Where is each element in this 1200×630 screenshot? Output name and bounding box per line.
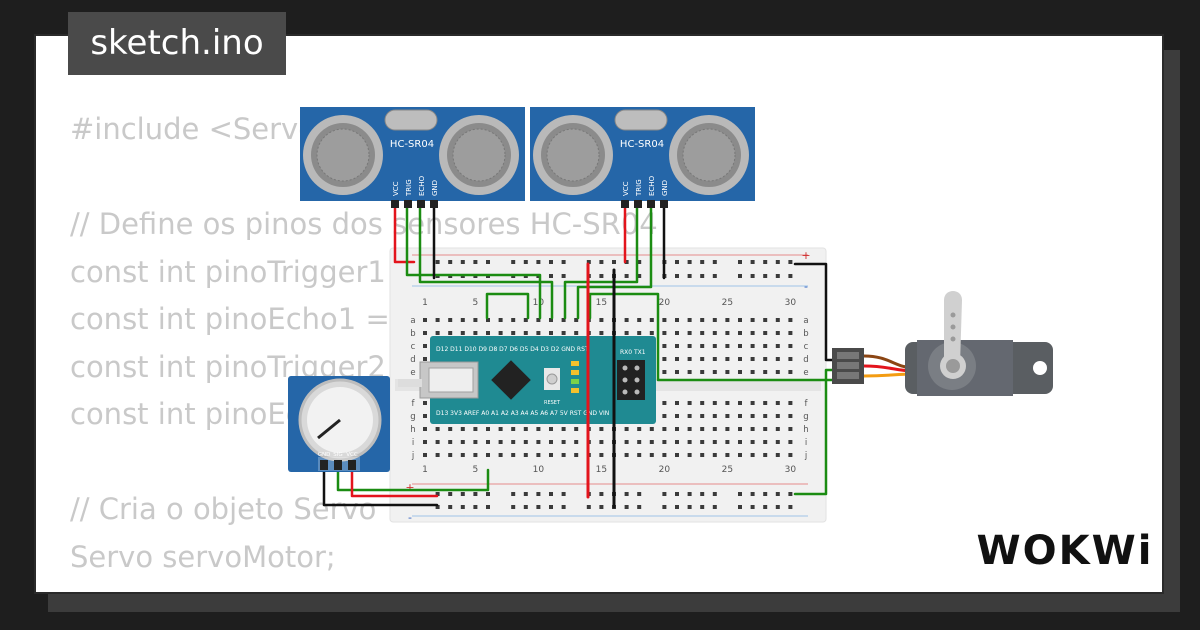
- sensor-1-label: HC-SR04: [390, 139, 434, 150]
- row-letter: c: [804, 342, 809, 352]
- hc-sr04-sensor-2[interactable]: HC-SR04 VCC TRIG ECHO GND: [530, 107, 755, 208]
- wire-servo-gnd[interactable]: [793, 262, 837, 362]
- column-number: 20: [659, 298, 671, 308]
- rail-minus-label: -: [804, 280, 808, 293]
- row-letter: j: [804, 451, 807, 461]
- sensor-2-label: HC-SR04: [620, 139, 664, 150]
- sensor-2-pin-gnd: GND: [661, 180, 669, 196]
- led-on: [571, 379, 579, 384]
- sensor-1-pin-vcc: VCC: [392, 181, 400, 196]
- pot-pin-gnd: GND: [318, 452, 331, 458]
- rail-plus-label-bottom: +: [405, 481, 414, 494]
- wokwi-logo-text: WOKWi: [977, 528, 1154, 574]
- arduino-reset-label: RESET: [544, 400, 561, 406]
- rail-minus-label-bottom: -: [408, 511, 412, 524]
- column-number: 15: [596, 465, 607, 475]
- column-number: 30: [785, 298, 797, 308]
- sketch-title: sketch.ino: [68, 12, 286, 75]
- row-letter: f: [412, 399, 416, 409]
- arduino-bottom-pin-labels: D13 3V3 AREF A0 A1 A2 A3 A4 A5 A6 A7 5V …: [436, 410, 609, 417]
- column-number: 5: [473, 298, 479, 308]
- row-letter: f: [805, 399, 809, 409]
- row-letter: e: [410, 368, 415, 378]
- code-line: // Cria o objeto Servo: [70, 492, 377, 526]
- wire-pot-gnd[interactable]: [322, 468, 439, 507]
- row-letter: d: [803, 355, 808, 365]
- servo-motor[interactable]: [832, 291, 1053, 396]
- column-number: 30: [785, 465, 797, 475]
- column-number: 25: [722, 298, 733, 308]
- wires[interactable]: [322, 205, 837, 509]
- sensor-1-pin-gnd: GND: [431, 180, 439, 196]
- column-number: 1: [422, 465, 428, 475]
- arduino-nano[interactable]: D12 D11 D10 D9 D8 D7 D6 D5 D4 D3 D2 GND …: [398, 336, 656, 424]
- row-letter: b: [803, 329, 808, 339]
- wire-servo-vcc[interactable]: [793, 368, 837, 496]
- column-number: 1: [422, 298, 428, 308]
- arduino-serial-labels: RX0 TX1: [620, 349, 646, 356]
- sensor-1-pin-trig: TRIG: [405, 179, 413, 197]
- led-tx: [571, 361, 579, 366]
- sensor-2-pin-trig: TRIG: [635, 179, 643, 197]
- row-letter: g: [410, 412, 415, 422]
- row-letter: a: [803, 316, 808, 326]
- hc-sr04-sensor-1[interactable]: HC-SR04 VCC TRIG ECHO GND: [300, 107, 525, 208]
- wire-sensor2-trig[interactable]: [563, 205, 639, 320]
- row-letter: c: [411, 342, 416, 352]
- row-letter: i: [805, 438, 807, 448]
- led-l: [571, 388, 579, 393]
- row-letter: d: [410, 355, 415, 365]
- row-letter: h: [803, 425, 808, 435]
- column-number: 10: [533, 298, 545, 308]
- column-number: 25: [722, 465, 733, 475]
- row-letter: i: [412, 438, 414, 448]
- sensor-1-pin-echo: ECHO: [418, 175, 426, 196]
- row-letter: h: [410, 425, 415, 435]
- arduino-top-pin-labels: D12 D11 D10 D9 D8 D7 D6 D5 D4 D3 D2 GND …: [436, 346, 589, 353]
- row-letter: e: [803, 368, 808, 378]
- code-line: // Define os pinos dos sensores HC-SR04: [70, 207, 658, 241]
- pot-pin-sig: SIG: [333, 452, 342, 458]
- sensor-2-pin-echo: ECHO: [648, 175, 656, 196]
- mcu-chip: [491, 360, 531, 400]
- wire-servo-signal[interactable]: [588, 292, 837, 382]
- row-letter: b: [410, 329, 415, 339]
- column-number: 20: [659, 465, 671, 475]
- potentiometer-knob-indicator: [317, 418, 341, 440]
- wire-d-pin-loop[interactable]: [485, 292, 530, 320]
- wire-pot-vcc[interactable]: [350, 468, 439, 498]
- potentiometer[interactable]: GND SIG VCC: [288, 376, 390, 472]
- row-letter: a: [410, 316, 415, 326]
- wire-sensor1-trig[interactable]: [405, 205, 542, 320]
- row-letter: j: [411, 451, 414, 461]
- column-number: 10: [533, 465, 545, 475]
- column-number: 15: [596, 298, 607, 308]
- rail-plus-label: +: [801, 249, 810, 262]
- wire-pot-sig[interactable]: [336, 468, 490, 492]
- column-number: 5: [473, 465, 479, 475]
- wokwi-logo: WOKWi: [977, 528, 1154, 574]
- led-rx: [571, 370, 579, 375]
- wire-sensor1-echo[interactable]: [418, 205, 554, 320]
- sensor-2-pin-vcc: VCC: [622, 181, 630, 196]
- code-line: Servo servoMotor;: [70, 539, 336, 574]
- pot-pin-vcc: VCC: [346, 452, 358, 458]
- row-letter: g: [803, 412, 808, 422]
